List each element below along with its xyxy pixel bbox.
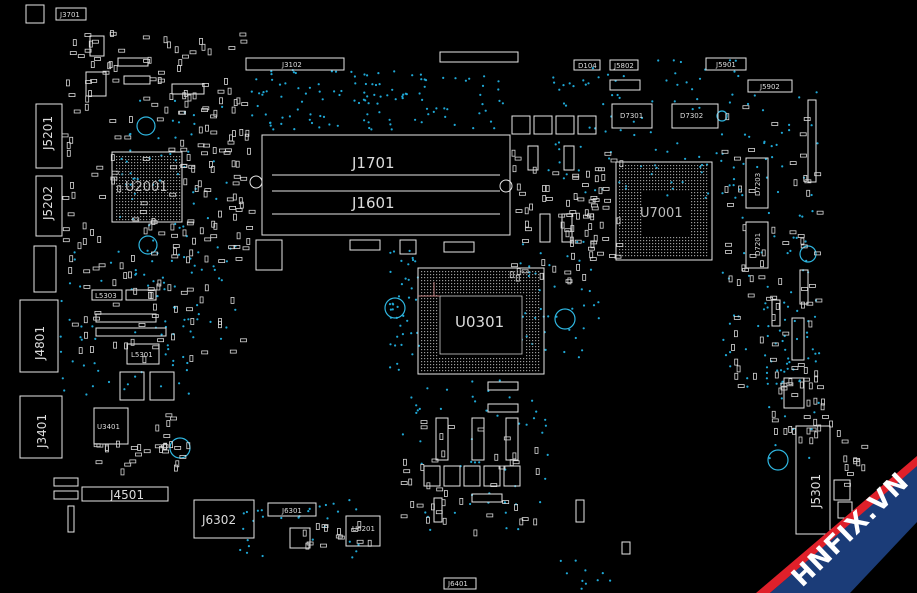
- label-d7301: D7301: [620, 112, 643, 120]
- label-j5301: J5301: [809, 474, 823, 509]
- label-j4501: J4501: [109, 488, 144, 502]
- label-j6401: J6401: [447, 580, 468, 588]
- small-components: [61, 30, 869, 550]
- watermark-banner: HNFIX.VN: [756, 456, 917, 593]
- label-j5901: J5901: [715, 61, 736, 69]
- label-d7201: D7201: [754, 233, 762, 256]
- label-u6201: U6201: [352, 525, 375, 533]
- label-j5202: J5202: [41, 186, 55, 221]
- ram-slots: J3102 J1701 J1601: [245, 51, 519, 236]
- label-j3102: J3102: [281, 61, 302, 69]
- label-l5301: L5301: [131, 351, 153, 359]
- label-d104: D104: [578, 62, 597, 70]
- label-j6301: J6301: [281, 507, 302, 515]
- right-cluster: J5301: [771, 269, 853, 535]
- label-j1601: J1601: [351, 194, 395, 212]
- label-j4801: J4801: [33, 326, 47, 361]
- bottom-center-cluster: [255, 213, 631, 555]
- label-l5303: L5303: [95, 292, 117, 300]
- label-j3401: J3401: [35, 414, 49, 449]
- label-d7203: D7203: [754, 173, 762, 196]
- label-j5201: J5201: [41, 116, 55, 151]
- label-j5802: J5802: [613, 62, 634, 70]
- label-u7001: U7001: [640, 206, 683, 221]
- label-j1701: J1701: [351, 154, 395, 172]
- bottom-left-cluster: U3401 J4501 J6302 J6301 U6201 J6401 L530…: [81, 289, 477, 590]
- label-j3701: J3701: [59, 11, 80, 19]
- label-u2001: U2001: [125, 180, 168, 195]
- label-d7302: D7302: [680, 112, 703, 120]
- label-j5902: J5902: [759, 83, 780, 91]
- label-j6302: J6302: [201, 513, 236, 527]
- label-u0301: U0301: [455, 313, 504, 331]
- top-right-cluster: D104 J5802 J5901 J5902 D7301 D7302 D7203…: [511, 57, 817, 269]
- top-left-cluster: J3701 J5201 J5202 J4801 J3401: [19, 4, 205, 533]
- via-field: [59, 59, 821, 590]
- u2001-chip: U2001: [111, 151, 183, 223]
- label-u3401: U3401: [97, 423, 120, 431]
- u7001-gpu: U7001: [615, 161, 713, 261]
- u0301-cpu: U0301: [417, 267, 545, 375]
